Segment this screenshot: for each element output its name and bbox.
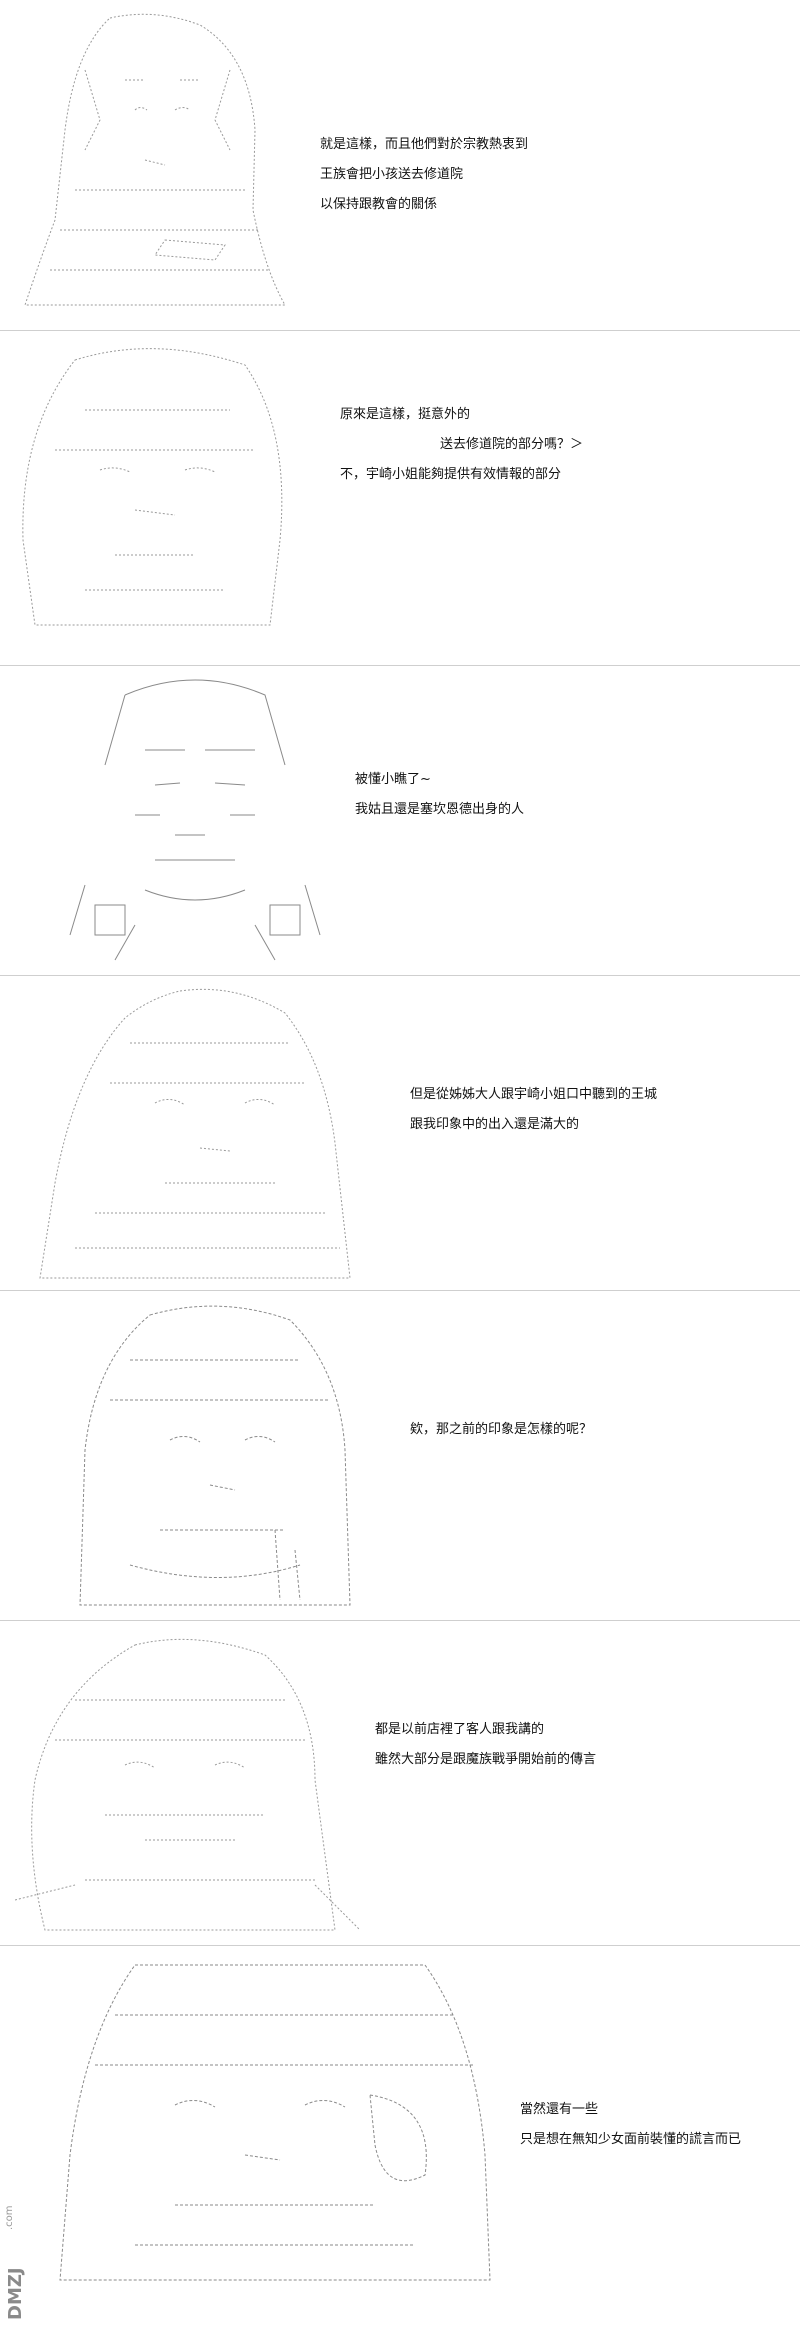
dialogue-line: 原來是這樣，挺意外的 xyxy=(340,407,471,422)
dialogue-line: 以保持跟教會的關係 xyxy=(320,197,438,212)
dialogue-line: 送去修道院的部分嗎？＞ xyxy=(440,437,584,452)
dialogue: 當然還有一些 只是想在無知少女面前裝懂的謊言而已 xyxy=(520,2095,741,2155)
dialogue-line: 我姑且還是塞坎恩德出身的人 xyxy=(355,802,525,817)
dialogue-line: 雖然大部分是跟魔族戰爭開始前的傳言 xyxy=(375,1752,597,1767)
panel-5: 欸，那之前的印象是怎樣的呢？ xyxy=(0,1290,800,1620)
panel-divider xyxy=(0,1945,800,1946)
dialogue-line: 王族會把小孩送去修道院 xyxy=(320,167,464,182)
dialogue: 原來是這樣，挺意外的 送去修道院的部分嗎？＞ 不，宇崎小姐能夠提供有效情報的部分 xyxy=(340,400,583,490)
dialogue-line: 都是以前店裡了客人跟我講的 xyxy=(375,1722,545,1737)
panel-6: 都是以前店裡了客人跟我講的 雖然大部分是跟魔族戰爭開始前的傳言 xyxy=(0,1620,800,1945)
dialogue: 就是這樣，而且他們對於宗教熱衷到 王族會把小孩送去修道院 以保持跟教會的關係 xyxy=(320,130,528,220)
watermark-text: DMZJ xyxy=(5,2267,26,2320)
ascii-art-figure xyxy=(15,340,300,640)
panel-divider xyxy=(0,1620,800,1621)
watermark-sub: .com xyxy=(4,2205,15,2230)
panel-divider xyxy=(0,975,800,976)
dialogue-line: 跟我印象中的出入還是滿大的 xyxy=(410,1117,580,1132)
panel-7: 當然還有一些 只是想在無知少女面前裝懂的謊言而已 xyxy=(0,1945,800,2349)
panel-3: 被懂小瞧了~ 我姑且還是塞坎恩德出身的人 xyxy=(0,665,800,975)
ascii-art-figure xyxy=(55,1955,495,2285)
dialogue-line: 欸，那之前的印象是怎樣的呢？ xyxy=(410,1422,593,1437)
dialogue-line: 不，宇崎小姐能夠提供有效情報的部分 xyxy=(340,467,562,482)
dialogue-line: 當然還有一些 xyxy=(520,2102,599,2117)
dmzj-watermark-logo: DMZJ .com xyxy=(2,2170,28,2340)
dialogue: 被懂小瞧了~ 我姑且還是塞坎恩德出身的人 xyxy=(355,765,524,825)
panel-divider xyxy=(0,330,800,331)
ascii-art-figure xyxy=(15,10,300,310)
dialogue: 欸，那之前的印象是怎樣的呢？ xyxy=(410,1415,592,1445)
panel-1: 就是這樣，而且他們對於宗教熱衷到 王族會把小孩送去修道院 以保持跟教會的關係 xyxy=(0,0,800,330)
dialogue: 但是從姊姊大人跟宇崎小姐口中聽到的王城 跟我印象中的出入還是滿大的 xyxy=(410,1080,657,1140)
ascii-art-figure xyxy=(15,1630,375,1935)
ascii-art-figure xyxy=(55,675,335,965)
ascii-art-figure xyxy=(70,1300,360,1610)
dialogue-line: 但是從姊姊大人跟宇崎小姐口中聽到的王城 xyxy=(410,1087,658,1102)
panel-4: 但是從姊姊大人跟宇崎小姐口中聽到的王城 跟我印象中的出入還是滿大的 xyxy=(0,975,800,1290)
dialogue-line: 被懂小瞧了~ xyxy=(355,772,431,787)
panel-divider xyxy=(0,1290,800,1291)
dialogue-line: 就是這樣，而且他們對於宗教熱衷到 xyxy=(320,137,529,152)
panel-2: 原來是這樣，挺意外的 送去修道院的部分嗎？＞ 不，宇崎小姐能夠提供有效情報的部分 xyxy=(0,330,800,665)
panel-divider xyxy=(0,665,800,666)
dialogue-line: 只是想在無知少女面前裝懂的謊言而已 xyxy=(520,2132,742,2147)
ascii-art-figure xyxy=(35,983,380,1283)
dialogue: 都是以前店裡了客人跟我講的 雖然大部分是跟魔族戰爭開始前的傳言 xyxy=(375,1715,596,1775)
